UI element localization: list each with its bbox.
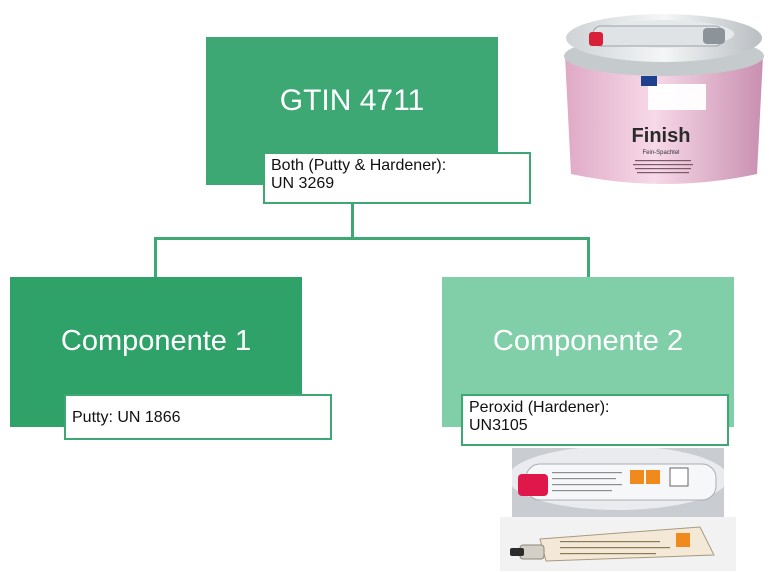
connector-left-down — [154, 237, 157, 277]
connector-right-down — [587, 237, 590, 277]
component-1-un-label: Putty: UN 1866 — [64, 394, 332, 440]
hardener-tube-image — [512, 448, 724, 520]
connector-horizontal — [154, 237, 589, 240]
putty-can-image: Finish Fein-Spachtel — [553, 4, 775, 190]
root-un-label-line1: Both (Putty & Hardener): — [271, 157, 447, 174]
root-un-label-line2: UN 3269 — [271, 175, 335, 192]
component-2-un-label-line1: Peroxid (Hardener): — [469, 399, 610, 416]
root-node-title: GTIN 4711 — [279, 84, 425, 117]
component-2-un-label: Peroxid (Hardener): UN3105 — [461, 394, 729, 446]
component-2-title: Componente 2 — [492, 324, 684, 357]
component-1-un-label-line1: Putty: UN 1866 — [72, 409, 181, 426]
root-un-label: Both (Putty & Hardener): UN 3269 — [263, 152, 531, 204]
component-1-title: Componente 1 — [60, 324, 252, 357]
hardener-tube-side-image — [500, 517, 736, 571]
can-subtitle-text: Fein-Spachtel — [642, 150, 679, 156]
connector-root-down — [351, 204, 354, 238]
can-brand-text: Finish — [632, 125, 691, 147]
component-2-un-label-line2: UN3105 — [469, 417, 528, 434]
